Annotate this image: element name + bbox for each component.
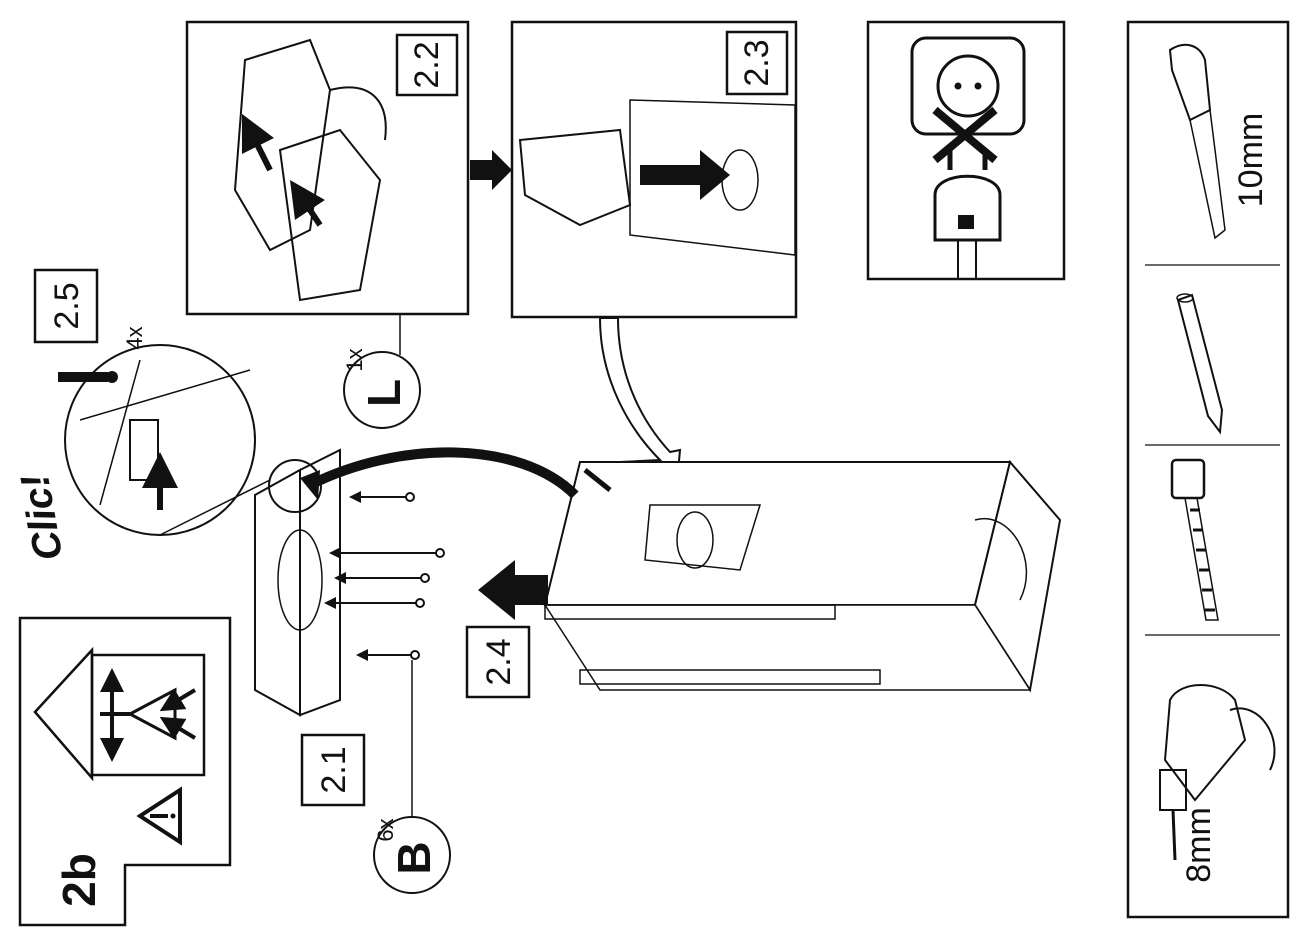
mounting-bracket — [254, 448, 445, 717]
tape-measure-icon — [1170, 458, 1219, 621]
pencil-icon — [1176, 293, 1224, 435]
tools-panel: 10mm 8mm — [1126, 20, 1290, 919]
part-l-callout: L 1x — [342, 314, 421, 429]
part-l-qty: 1x — [342, 348, 367, 371]
arrow-2-2-to-2-3 — [470, 150, 512, 190]
unplug-mains-panel — [866, 20, 1066, 281]
step-2-2-label: 2.2 — [408, 41, 446, 88]
step-2-3-label: 2.3 — [738, 39, 776, 86]
clic-text: Clic! — [13, 471, 71, 564]
clips-qty: 4x — [122, 326, 147, 349]
svg-text:2.1: 2.1 — [315, 746, 353, 793]
step-2-2-panel: 2.2 — [185, 20, 470, 316]
section-label: 2b — [53, 853, 105, 907]
unplug-mains-icon — [910, 36, 1026, 278]
part-l-letter: L — [358, 379, 410, 407]
arrow-2-4 — [478, 560, 548, 620]
drill-size: 8mm — [1180, 807, 1218, 883]
section-2b-panel: 2b — [18, 616, 232, 927]
part-b-callout: B 6x — [373, 660, 451, 894]
clip-detail-circle: 4x Clic! — [13, 326, 322, 564]
svg-text:2.4: 2.4 — [480, 638, 518, 685]
step-2-3-panel: 2.3 — [510, 20, 798, 319]
warning-triangle-icon — [136, 786, 182, 846]
step-2-1-label: 2.1 — [300, 733, 366, 807]
hood-body — [543, 459, 1062, 693]
part-b-qty: 6x — [373, 818, 398, 841]
screwdriver-icon — [1168, 43, 1226, 240]
part-b-letter: B — [388, 841, 440, 874]
svg-text:2.5: 2.5 — [48, 282, 86, 329]
fragile-box-icon — [33, 646, 206, 782]
step-2-4-label: 2.4 — [465, 625, 531, 699]
drill-icon — [1159, 684, 1276, 861]
arrow-hood-to-bracket — [300, 447, 579, 500]
screwdriver-size: 10mm — [1232, 113, 1270, 207]
clip-screw-icon — [58, 371, 118, 383]
screw-set — [324, 491, 445, 661]
step-2-5-label: 2.5 — [33, 268, 99, 344]
